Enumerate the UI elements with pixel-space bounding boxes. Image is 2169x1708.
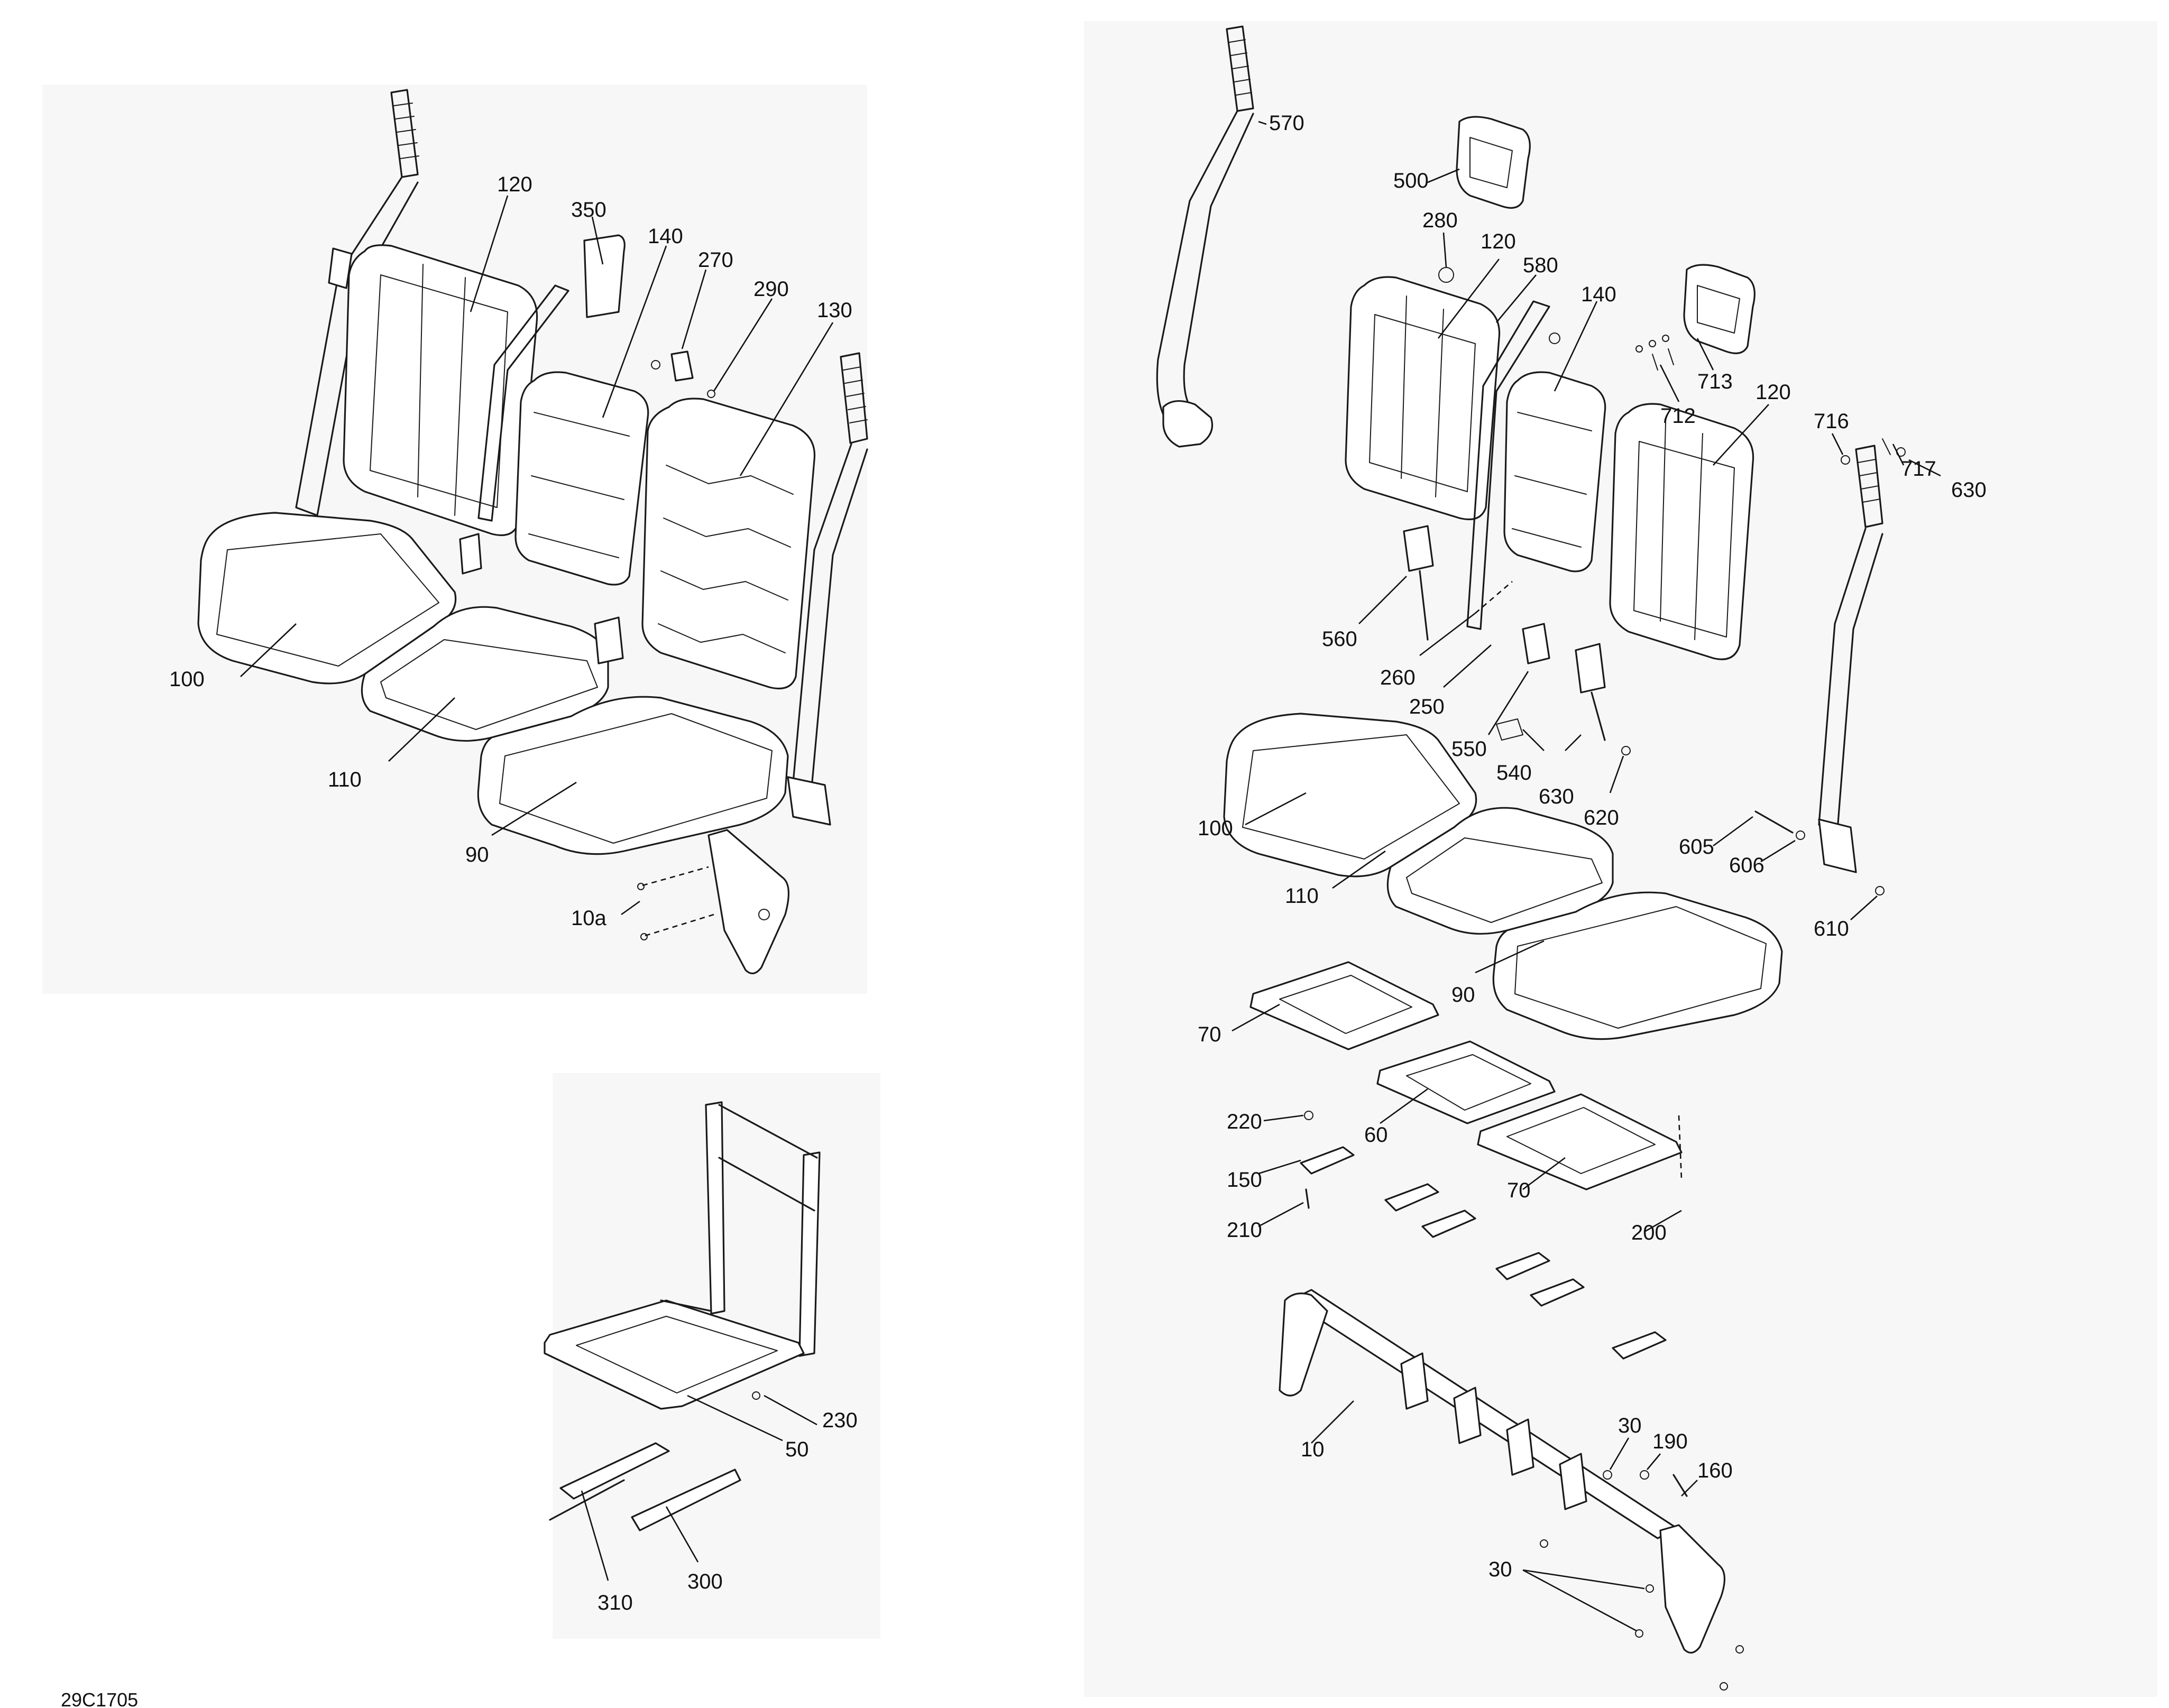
panel-seat-frame: 230 50 310 300 bbox=[544, 1101, 858, 1614]
panel-exploded-bg bbox=[1084, 21, 2157, 1697]
callout-120-upper: 120 bbox=[1481, 230, 1516, 253]
buckle-right bbox=[594, 616, 624, 664]
callout-280: 280 bbox=[1422, 209, 1458, 232]
callout-630-lower: 630 bbox=[1539, 785, 1574, 808]
callout-200: 200 bbox=[1631, 1221, 1667, 1244]
right-backrest bbox=[641, 398, 816, 690]
exploded-middle-cushion bbox=[1386, 807, 1614, 935]
callout-100-exploded: 100 bbox=[1198, 817, 1233, 840]
callout-300: 300 bbox=[687, 1570, 723, 1593]
callout-540: 540 bbox=[1496, 761, 1532, 784]
bolt-605 bbox=[1754, 810, 1794, 834]
backrest-frame bbox=[705, 1101, 725, 1315]
callout-605: 605 bbox=[1679, 835, 1714, 858]
part-270 bbox=[670, 350, 694, 382]
exploded-middle-backrest bbox=[1503, 371, 1606, 573]
callout-30-upper: 30 bbox=[1618, 1414, 1642, 1437]
callout-60: 60 bbox=[1364, 1123, 1388, 1147]
callout-120: 120 bbox=[497, 173, 532, 196]
callout-717: 717 bbox=[1901, 457, 1936, 481]
right-seat-belt-exploded bbox=[1818, 445, 1883, 873]
callout-606: 606 bbox=[1729, 854, 1764, 877]
seat-frame-70-left bbox=[1249, 961, 1439, 1050]
callout-140: 140 bbox=[648, 225, 683, 248]
callout-630-upper: 630 bbox=[1951, 478, 1987, 502]
callout-70-left: 70 bbox=[1198, 1023, 1221, 1046]
seat-frame-70-right bbox=[1477, 1093, 1683, 1190]
buckle-560 bbox=[1403, 525, 1434, 572]
grommet-280 bbox=[1438, 267, 1454, 283]
callout-30-lower: 30 bbox=[1488, 1558, 1512, 1581]
callout-70-right: 70 bbox=[1507, 1179, 1531, 1202]
slider-rail-310 bbox=[559, 1442, 670, 1500]
buckle-550 bbox=[1522, 623, 1550, 664]
callout-190: 190 bbox=[1652, 1430, 1688, 1453]
part-350 bbox=[583, 234, 626, 318]
right-seat-belt bbox=[787, 352, 868, 826]
latch-3 bbox=[1421, 1210, 1476, 1238]
callout-712: 712 bbox=[1660, 404, 1696, 428]
slider-rail-300 bbox=[631, 1469, 741, 1531]
callout-10: 10 bbox=[1301, 1438, 1325, 1461]
left-backrest bbox=[343, 244, 538, 537]
callout-580: 580 bbox=[1523, 254, 1558, 277]
panel-exploded-view: 570 500 280 120 580 140 713 712 bbox=[1156, 25, 1987, 1691]
panel-bench-seat: 100 110 90 120 350 140 270 290 130 10a bbox=[169, 89, 868, 974]
latch-2 bbox=[1384, 1183, 1439, 1212]
latch-6 bbox=[1612, 1331, 1667, 1360]
callout-310: 310 bbox=[598, 1591, 633, 1614]
callout-10a: 10a bbox=[571, 907, 606, 930]
callout-350: 350 bbox=[571, 198, 606, 221]
callout-560: 560 bbox=[1322, 627, 1357, 651]
callout-713: 713 bbox=[1697, 370, 1733, 393]
callout-550: 550 bbox=[1451, 737, 1487, 761]
callout-210: 210 bbox=[1227, 1218, 1262, 1242]
seat-belt-570 bbox=[1156, 25, 1254, 448]
callout-150: 150 bbox=[1227, 1168, 1262, 1192]
seat-frame-60 bbox=[1376, 1040, 1556, 1124]
side-bracket-right bbox=[1659, 1524, 1726, 1654]
callout-570: 570 bbox=[1269, 112, 1304, 135]
exploded-left-backrest bbox=[1345, 276, 1501, 521]
latch-150 bbox=[1300, 1146, 1355, 1175]
callout-610: 610 bbox=[1814, 917, 1849, 940]
buckle-right-exploded bbox=[1575, 643, 1606, 694]
callout-90-exploded: 90 bbox=[1451, 983, 1475, 1007]
middle-seat-cushion bbox=[361, 606, 609, 742]
callout-90: 90 bbox=[465, 843, 489, 866]
callout-220: 220 bbox=[1227, 1110, 1262, 1133]
callout-260: 260 bbox=[1380, 666, 1416, 689]
exploded-middle-belt bbox=[1466, 300, 1550, 630]
callout-50: 50 bbox=[785, 1438, 809, 1461]
callout-230: 230 bbox=[822, 1409, 858, 1432]
callout-130: 130 bbox=[817, 299, 852, 322]
latch-4 bbox=[1495, 1252, 1550, 1280]
callout-500: 500 bbox=[1393, 169, 1429, 192]
headrest-500 bbox=[1456, 116, 1531, 209]
latch-5 bbox=[1530, 1278, 1585, 1307]
part-290 bbox=[707, 390, 715, 398]
callout-110-exploded: 110 bbox=[1285, 884, 1319, 908]
callout-140-exploded: 140 bbox=[1581, 283, 1616, 306]
middle-seat-belt bbox=[477, 284, 569, 522]
callout-290: 290 bbox=[753, 278, 789, 301]
callout-160: 160 bbox=[1697, 1459, 1733, 1482]
middle-backrest bbox=[514, 371, 649, 586]
callout-620: 620 bbox=[1584, 806, 1619, 829]
exploded-right-backrest bbox=[1609, 403, 1754, 660]
callout-716: 716 bbox=[1814, 410, 1849, 433]
callout-250: 250 bbox=[1409, 695, 1445, 718]
buckle-left bbox=[459, 533, 482, 575]
bracket-10a bbox=[707, 829, 790, 974]
drawing-code: 29C1705 bbox=[61, 1689, 138, 1708]
headrest-right bbox=[1683, 264, 1756, 354]
callout-100: 100 bbox=[169, 668, 205, 691]
callout-120-right: 120 bbox=[1756, 381, 1791, 404]
callout-110: 110 bbox=[328, 768, 362, 791]
callout-270: 270 bbox=[698, 248, 733, 272]
